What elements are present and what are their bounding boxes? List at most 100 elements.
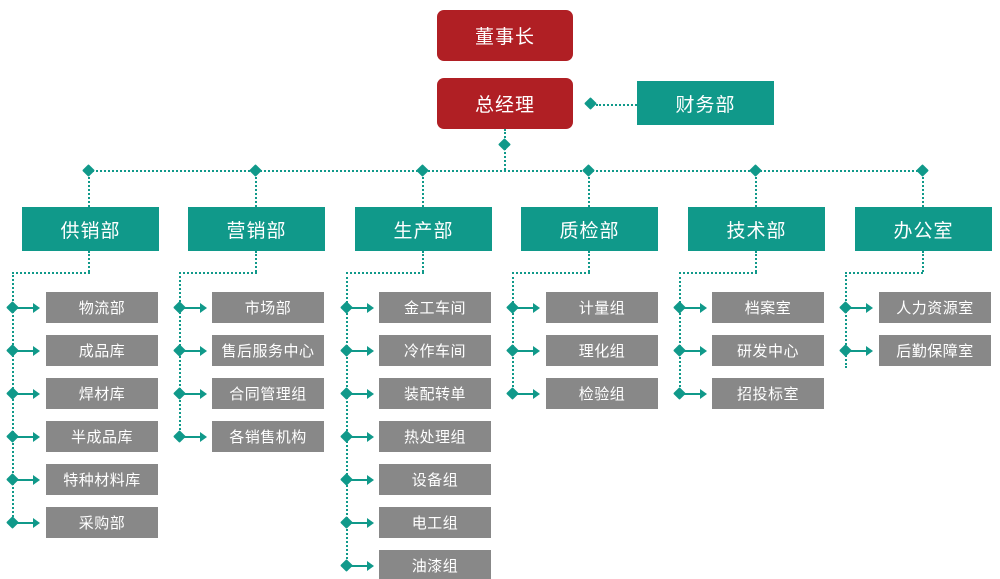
connector-drop-col-2 [255,170,257,207]
connector-drop-col-1 [88,170,90,207]
connector-drop-col-5 [755,170,757,207]
connector-arrowline-3-3 [351,393,367,395]
node-sub-5-3[interactable]: 招投标室 [712,378,824,409]
connector-arrowhead-3-5 [367,475,374,485]
connector-arrowline-3-4 [351,436,367,438]
node-sub-1-1[interactable]: 物流部 [46,292,158,323]
connector-arrowhead-1-5 [33,475,40,485]
connector-arrowhead-4-1 [533,303,540,313]
node-sub-3-7[interactable]: 油漆组 [379,550,491,579]
connector-arrowhead-2-4 [200,432,207,442]
node-sub-4-2[interactable]: 理化组 [546,335,658,366]
connector-bus-horizontal [88,170,922,172]
node-sub-4-3[interactable]: 检验组 [546,378,658,409]
connector-arrowhead-1-1 [33,303,40,313]
connector-arrowhead-3-7 [367,561,374,571]
node-sub-3-3[interactable]: 装配转单 [379,378,491,409]
connector-arrowline-6-1 [850,307,866,309]
node-sub-6-2[interactable]: 后勤保障室 [879,335,991,366]
connector-drop-col-3 [422,170,424,207]
connector-arrowhead-6-1 [866,303,873,313]
node-department-2[interactable]: 营销部 [188,207,325,251]
node-sub-5-2[interactable]: 研发中心 [712,335,824,366]
connector-arrowhead-6-2 [866,346,873,356]
connector-elbow-col-6 [845,272,923,274]
connector-elbow-col-4 [512,272,590,274]
connector-arrowline-4-2 [517,350,533,352]
connector-drop-col-4 [588,170,590,207]
connector-arrowline-5-3 [684,393,700,395]
node-department-5[interactable]: 技术部 [688,207,825,251]
connector-arrowline-3-6 [351,522,367,524]
connector-arrowhead-4-2 [533,346,540,356]
node-finance-department[interactable]: 财务部 [637,81,774,125]
node-sub-1-3[interactable]: 焊材库 [46,378,158,409]
connector-arrowline-3-2 [351,350,367,352]
connector-arrowhead-1-3 [33,389,40,399]
node-sub-1-6[interactable]: 采购部 [46,507,158,538]
node-sub-2-2[interactable]: 售后服务中心 [212,335,324,366]
connector-arrowhead-3-3 [367,389,374,399]
connector-arrowhead-5-1 [700,303,707,313]
connector-arrowline-2-2 [184,350,200,352]
node-department-3[interactable]: 生产部 [355,207,492,251]
connector-arrowline-5-2 [684,350,700,352]
connector-arrowline-1-2 [17,350,33,352]
node-sub-4-1[interactable]: 计量组 [546,292,658,323]
node-sub-2-3[interactable]: 合同管理组 [212,378,324,409]
node-sub-2-1[interactable]: 市场部 [212,292,324,323]
connector-arrowhead-3-6 [367,518,374,528]
connector-arrowline-1-6 [17,522,33,524]
connector-elbow-col-3 [346,272,424,274]
connector-elbow-col-5 [679,272,757,274]
connector-spine-col-6 [845,272,847,368]
node-sub-1-2[interactable]: 成品库 [46,335,158,366]
node-sub-1-5[interactable]: 特种材料库 [46,464,158,495]
connector-arrowline-1-5 [17,479,33,481]
connector-stub-col-3 [422,251,424,272]
connector-arrowhead-1-2 [33,346,40,356]
connector-elbow-col-2 [179,272,257,274]
node-general-manager[interactable]: 总经理 [437,78,573,129]
connector-arrowline-3-5 [351,479,367,481]
connector-stub-col-5 [755,251,757,272]
connector-arrowline-2-3 [184,393,200,395]
connector-arrowhead-5-3 [700,389,707,399]
node-department-1[interactable]: 供销部 [22,207,159,251]
connector-arrowline-6-2 [850,350,866,352]
node-department-4[interactable]: 质检部 [521,207,658,251]
connector-arrowhead-3-2 [367,346,374,356]
connector-arrowhead-3-4 [367,432,374,442]
connector-arrowhead-1-4 [33,432,40,442]
connector-arrowline-2-1 [184,307,200,309]
connector-arrowhead-2-3 [200,389,207,399]
node-sub-3-5[interactable]: 设备组 [379,464,491,495]
node-sub-3-4[interactable]: 热处理组 [379,421,491,452]
connector-arrowline-3-7 [351,565,367,567]
node-sub-3-6[interactable]: 电工组 [379,507,491,538]
node-department-6[interactable]: 办公室 [855,207,992,251]
node-sub-3-1[interactable]: 金工车间 [379,292,491,323]
connector-line-gm-to-bus [504,129,506,170]
node-sub-5-1[interactable]: 档案室 [712,292,824,323]
connector-arrowhead-2-1 [200,303,207,313]
node-sub-2-4[interactable]: 各销售机构 [212,421,324,452]
node-chairman[interactable]: 董事长 [437,10,573,61]
connector-spine-col-3 [346,272,348,563]
node-sub-6-1[interactable]: 人力资源室 [879,292,991,323]
connector-arrowhead-1-6 [33,518,40,528]
node-sub-1-4[interactable]: 半成品库 [46,421,158,452]
connector-arrowline-1-3 [17,393,33,395]
connector-arrowline-5-1 [684,307,700,309]
connector-arrowline-4-1 [517,307,533,309]
node-sub-3-2[interactable]: 冷作车间 [379,335,491,366]
connector-arrowline-2-4 [184,436,200,438]
connector-arrowhead-4-3 [533,389,540,399]
connector-arrowhead-2-2 [200,346,207,356]
connector-drop-col-6 [922,170,924,207]
connector-arrowhead-5-2 [700,346,707,356]
connector-arrowline-4-3 [517,393,533,395]
connector-stub-col-2 [255,251,257,272]
connector-line-gm-finance [596,104,637,106]
